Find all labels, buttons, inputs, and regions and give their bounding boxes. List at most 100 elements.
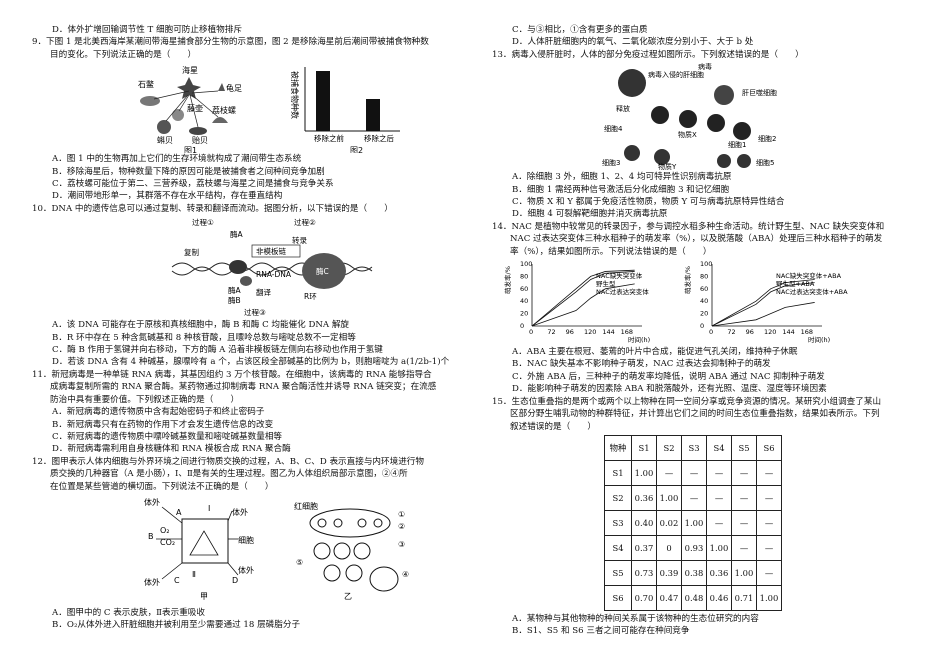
fig1-caption: 图1 [184, 146, 197, 153]
table-cell: 0.47 [656, 584, 682, 611]
q11-option-d: D．新冠病毒需利用自身核糖体和 RNA 模板合成 RNA 聚合酶 [52, 444, 291, 455]
fig2-ylabel: 被捕食物种数 [290, 71, 300, 119]
germination-curve [531, 283, 635, 327]
enzyme-b-shape [240, 276, 252, 287]
barnacle-icon [172, 109, 184, 122]
cell-shape [651, 106, 669, 125]
q14-stem: NAC 过表达突变体三种水稻种子的萌发率（%），以及脱落酸（ABA）处理后三种水… [510, 234, 883, 245]
legend-entry: 野生型+ABA [776, 279, 815, 288]
q12-option-a: A．图甲中的 C 表示皮肤，Ⅱ表示重吸收 [52, 607, 205, 618]
q13-option-d: D．细胞 4 可裂解靶细胞并消灭病毒抗原 [512, 209, 668, 220]
y-tick-label: 0 [520, 322, 524, 330]
q13-option-b: B．细胞 1 需经两种信号激活后分化成细胞 3 和记忆细胞 [512, 184, 730, 195]
germination-curve [531, 269, 635, 327]
label-c: C [174, 576, 180, 585]
tissue-cell [313, 542, 331, 560]
table-cell: 0.36 [706, 559, 732, 586]
label-barnacle: 藤壶 [187, 103, 203, 113]
table-cell: S5 [604, 559, 632, 586]
label-starfish: 海星 [182, 65, 198, 75]
q15-stem: 区部分野生哺乳动物的种群特征，并计算出它们之间的时间生态位重叠指数，结果如表所示… [510, 409, 880, 420]
label-outside-1: 体外 [232, 507, 248, 517]
fig2-caption: 图2 [350, 146, 363, 153]
table-cell: 1.00 [706, 534, 732, 561]
label-rna-dna: RNA-DNA [256, 270, 292, 279]
label-outside-3: 体外 [144, 577, 160, 587]
label-nontemplate: 非模板链 [256, 246, 286, 256]
label-n5: ⑤ [296, 558, 303, 567]
table-cell: 0.39 [656, 559, 682, 586]
table-cell: — [756, 509, 782, 536]
q9-stem: 9．下图 1 是北美西海岸某潮间带海星捕食部分生物的示意图，图 2 是移除海星前… [32, 37, 429, 48]
snail-icon [157, 120, 171, 135]
x-tick-label: 96 [746, 328, 754, 336]
label-enzyme-a2: 酶A [228, 285, 241, 295]
q11-stem: 11．新冠病毒是一种单链 RNA 病毒，其基因组约 3 万个核苷酸。在细胞中，该… [32, 369, 432, 380]
table-cell: — [731, 509, 757, 536]
label-a: A [176, 508, 182, 517]
x-tick-label: 120 [584, 328, 596, 336]
capillary-shape [309, 508, 391, 538]
label-enzyme-b: 酶B [228, 295, 241, 305]
enzyme-a-shape [229, 260, 247, 275]
q11-stem: 防治中具有重要价值。下列叙述正确的是（ ） [50, 394, 240, 405]
table-cell: 1.00 [731, 559, 757, 586]
x-axis-label: 时间(h) [628, 335, 650, 344]
label-i: Ⅰ [208, 504, 210, 513]
nontemplate-box [251, 244, 301, 258]
x-tick-label: 0 [529, 328, 533, 336]
label-infected: 病毒入侵的肝细胞 [648, 70, 704, 79]
legend-entry: NAC缺失突变体 [596, 271, 643, 280]
label-cell1: 细胞1 [728, 140, 746, 149]
table-cell: — [706, 484, 732, 511]
infected-cell-shape [618, 69, 646, 98]
label-transcription: 转录 [292, 235, 307, 245]
q9-option-a: A．图 1 中的生物再加上它们的生存环境就构成了潮间带生态系统 [52, 154, 302, 165]
left-column: D．体外扩增回输调节性 T 细胞可防止移植物排斥 9．下图 1 是北美西海岸某潮… [32, 0, 462, 632]
x-tick-label: 72 [547, 328, 555, 336]
q10-option-b: B．R 环中存在 5 种含氮碱基和 8 种核苷酸，且嘌呤总数与嘧啶总数不一定相等 [52, 332, 356, 343]
label-n1: ① [398, 510, 405, 519]
q9-stem: 目的变化。下列说法正确的是（ ） [50, 49, 197, 60]
bar-after [366, 99, 380, 132]
enzyme-c-shape [302, 253, 346, 290]
q8-option-d: D．体外扩增回输调节性 T 细胞可防止移植物排斥 [52, 25, 242, 35]
table-cell: — [706, 509, 732, 536]
y-tick-label: 0 [700, 322, 704, 330]
x-tick-label: 144 [782, 328, 794, 336]
q14-option-c: C．外施 ABA 后，三种种子的萌发率均降低，说明 ABA 通过 NAC 抑制种… [512, 371, 825, 382]
y-tick-label: 80 [520, 272, 528, 280]
y-tick-label: 20 [520, 310, 528, 318]
cell-shape [654, 149, 670, 166]
q14-option-a: A．ABA 主要在根冠、萎蔫的叶片中合成，能促进气孔关闭，维持种子休眠 [512, 347, 798, 358]
label-yi: 乙 [344, 592, 352, 601]
x-tick-label: 168 [801, 328, 813, 336]
label-copy: 复制 [184, 247, 199, 257]
table-header-cell: S5 [731, 434, 757, 461]
x-tick-label: 144 [602, 328, 614, 336]
legend-entry: NAC过表达突变体+ABA [776, 287, 848, 296]
table-cell: S6 [604, 584, 632, 611]
table-cell: 0.93 [681, 534, 707, 561]
label-tortoise: 龟足 [226, 83, 242, 93]
label-virus: 病毒 [698, 62, 712, 71]
goose-barnacle-icon [218, 83, 225, 92]
lymph-vessel-shape [369, 566, 399, 592]
q15-stem: 15．生态位重叠指的是两个或两个以上物种在同一空间分享或竞争资源的情况。某研究小… [492, 396, 882, 407]
q15-stem: 叙述错误的是（ ） [510, 421, 596, 432]
x-axis-label: 时间(h) [808, 335, 830, 344]
label-snail: 蝌贝 [157, 135, 173, 145]
q12-stem: 在位置是某些管道的横切面。下列说法不正确的是（ ） [50, 481, 274, 492]
germination-curve [711, 302, 815, 327]
table-header-cell: S4 [706, 434, 732, 461]
q10-stem: 10．DNA 中的遗传信息可以通过复制、转录和翻译而流动。据图分析，以下错误的是… [32, 203, 393, 214]
q12-option-b: B．O₂从体外进入肝脏细胞并被利用至少需要通过 18 层磷脂分子 [52, 620, 301, 631]
kupffer-shape [714, 85, 734, 106]
table-header-cell: S3 [681, 434, 707, 461]
label-cell2: 细胞2 [758, 134, 776, 143]
